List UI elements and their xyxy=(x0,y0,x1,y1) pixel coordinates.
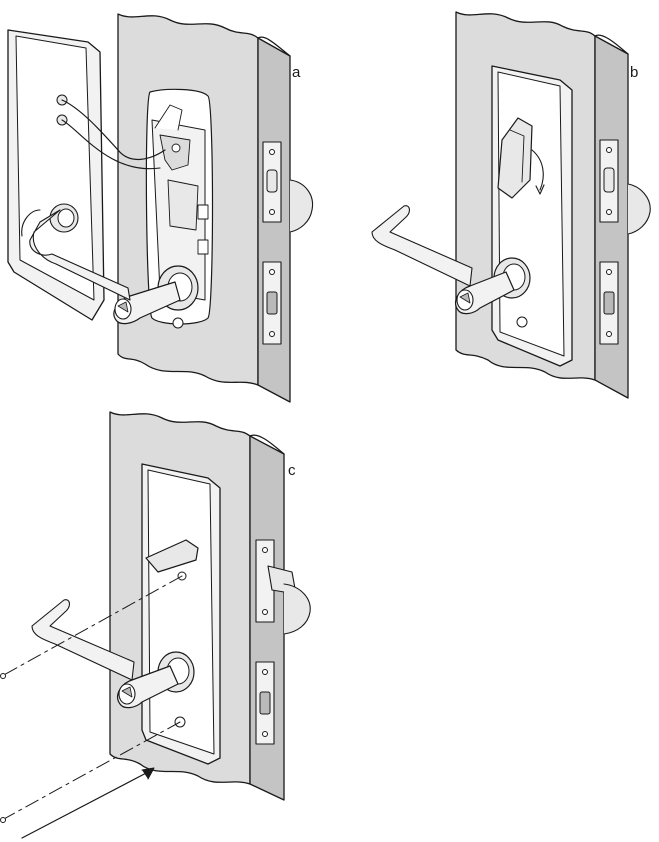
panel-a xyxy=(7,13,314,403)
screw-guide-upper xyxy=(1,575,183,677)
insert-arrow-c xyxy=(21,769,153,839)
rotation-arrow-b xyxy=(531,149,544,191)
thumbturn-c xyxy=(145,539,199,573)
panel-b xyxy=(371,11,651,399)
panel-label-c: c xyxy=(288,462,296,479)
door-top-a xyxy=(257,36,291,57)
screw-guide-lower xyxy=(1,721,181,821)
connector-cable-a xyxy=(61,99,166,160)
panel-c xyxy=(0,411,311,839)
panel-label-a: a xyxy=(292,64,301,81)
panel-label-b: b xyxy=(630,64,639,81)
